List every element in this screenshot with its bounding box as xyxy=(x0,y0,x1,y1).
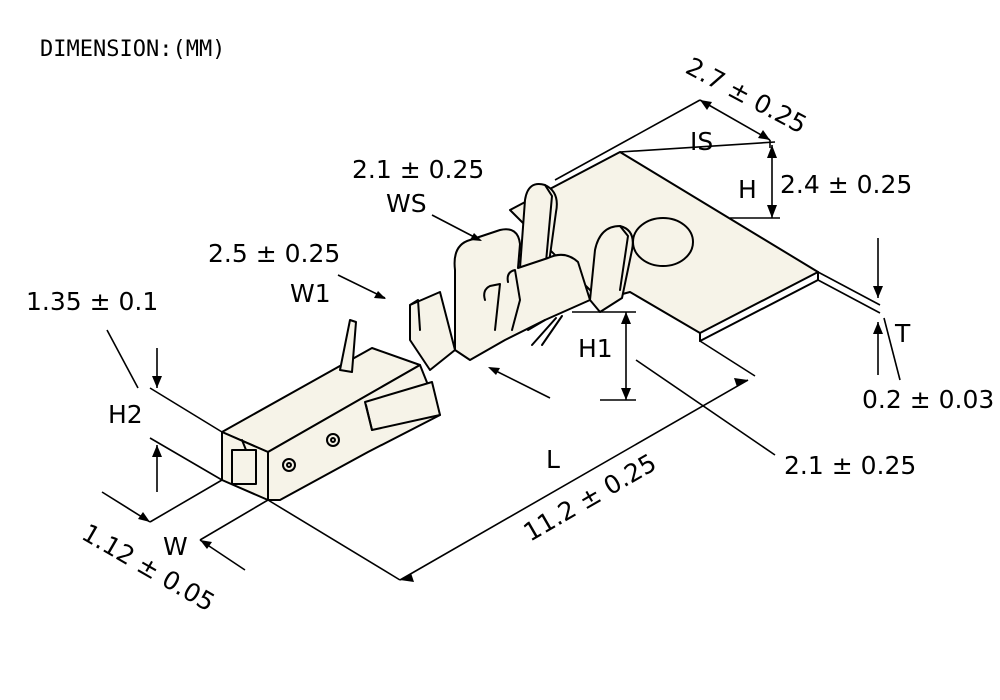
h2-label: H2 xyxy=(108,400,143,429)
w-value-label: 1.12 ± 0.05 xyxy=(77,518,220,617)
locking-lance xyxy=(339,319,357,373)
w-label: W xyxy=(163,532,188,561)
insulation-wing-right xyxy=(589,225,634,313)
is-label: IS xyxy=(690,127,713,156)
w1-value-label: 2.5 ± 0.25 xyxy=(208,239,340,268)
dimple-2 xyxy=(326,433,340,447)
transition-strip xyxy=(409,291,456,371)
t-label: T xyxy=(894,319,911,348)
ws-label: WS xyxy=(386,189,427,218)
l-label: L xyxy=(546,445,560,474)
h-label: H xyxy=(738,175,757,204)
units-note: DIMENSION:(MM) xyxy=(40,37,225,62)
dimension-lines xyxy=(101,99,901,582)
w1-label: W1 xyxy=(290,279,331,308)
dimple-1 xyxy=(282,458,296,472)
ws-value-label: 2.1 ± 0.25 xyxy=(352,155,484,184)
h1-value-label: 2.1 ± 0.25 xyxy=(784,451,916,480)
h1-label: H1 xyxy=(578,334,613,363)
h2-value-label: 1.35 ± 0.1 xyxy=(26,287,158,316)
h-value-label: 2.4 ± 0.25 xyxy=(780,170,912,199)
contact-box-opening xyxy=(231,449,257,485)
t-value-label: 0.2 ± 0.03 xyxy=(862,385,994,414)
l-value-label: 11.2 ± 0.25 xyxy=(519,448,662,547)
terminal-outline xyxy=(221,151,819,501)
wire-crimp-wings xyxy=(453,228,591,361)
